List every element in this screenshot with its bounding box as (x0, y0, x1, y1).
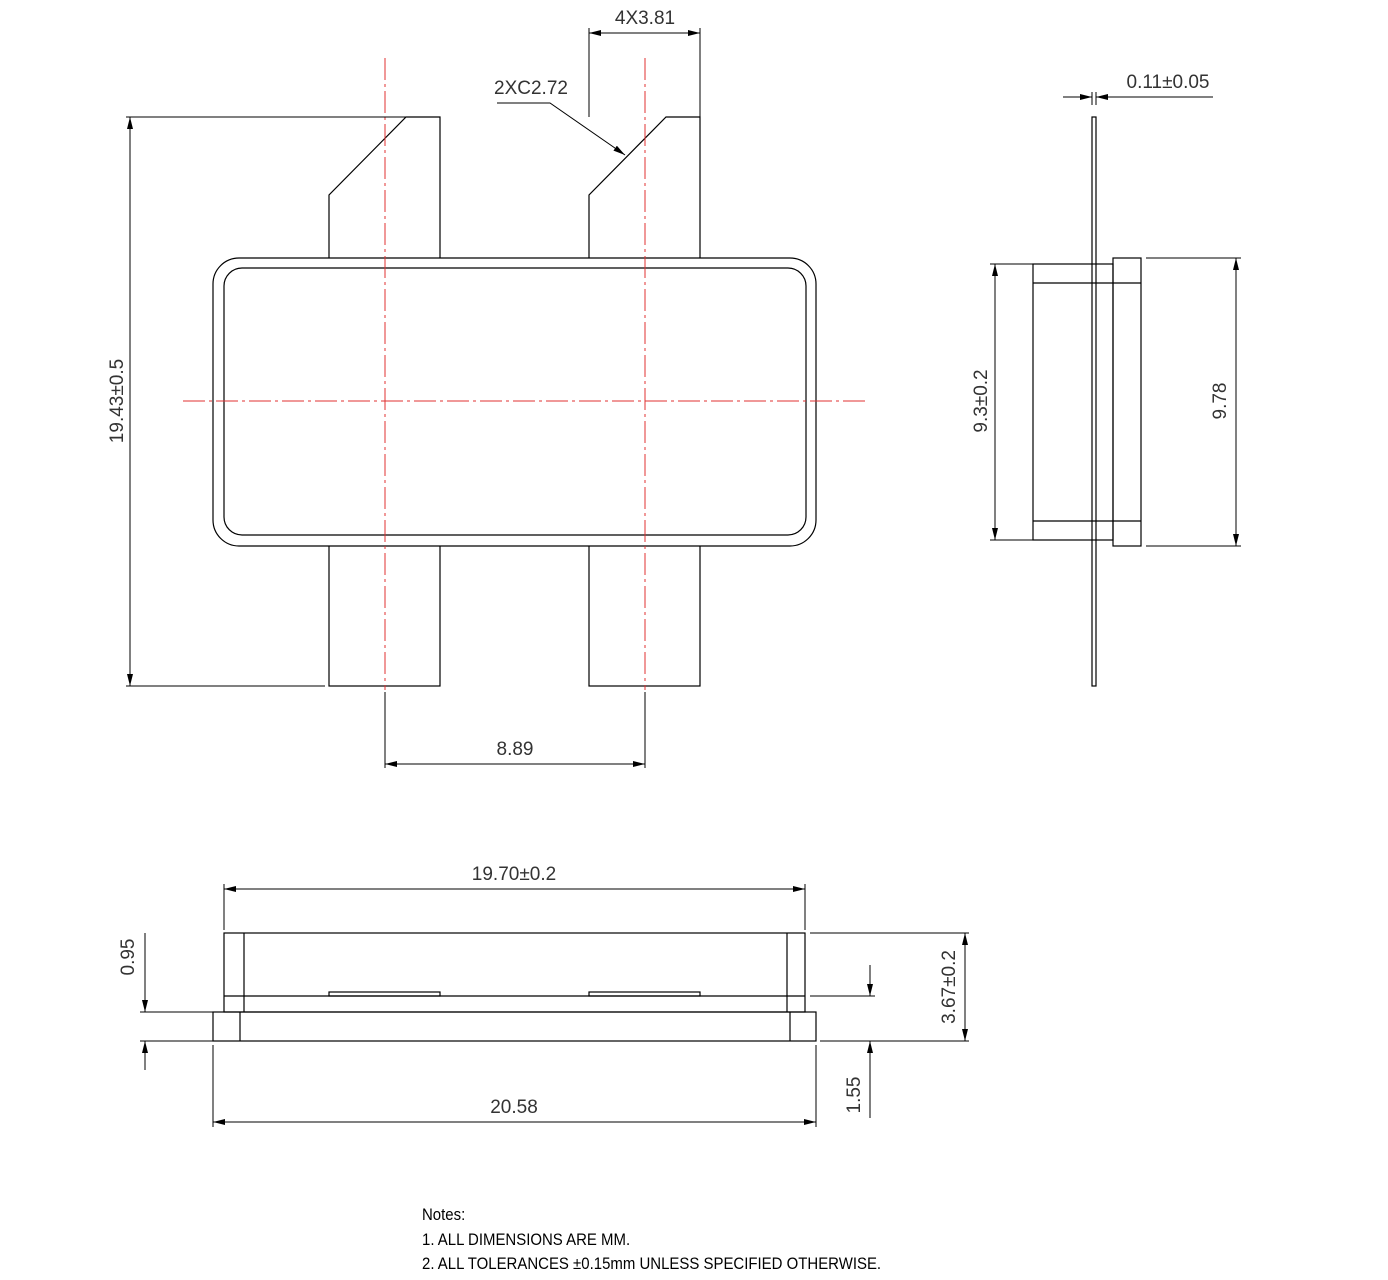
dim-lead-thickness: 0.11±0.05 (1127, 72, 1210, 93)
dim-lead-width: 4X3.81 (615, 8, 675, 29)
dim-body-length: 19.70±0.2 (472, 864, 556, 885)
side-view: 0.11±0.05 9.3±0.2 9.78 (971, 72, 1241, 687)
note-item: 1. ALL DIMENSIONS ARE MM. (422, 1229, 631, 1249)
dim-chamfer: 2XC2.72 (494, 78, 568, 99)
lead-top-right (588, 116, 701, 262)
dim-height-total: 3.67±0.2 (939, 950, 960, 1024)
dim-overall-height: 19.43±0.5 (107, 359, 128, 443)
dim-flange-thickness: 0.95 (118, 939, 139, 976)
body-side (1032, 263, 1114, 541)
notes-title: Notes: (422, 1205, 466, 1224)
lead-side (1091, 116, 1097, 687)
flange-front (212, 1011, 817, 1042)
front-view: 19.70±0.2 20.58 3.67±0.2 0.95 1.55 (118, 864, 969, 1127)
body-front (223, 932, 806, 1013)
body-outer (212, 257, 817, 547)
flange-side (1112, 257, 1142, 547)
dim-flange-width-side: 9.78 (1210, 383, 1231, 420)
note-item: 2. ALL TOLERANCES ±0.15mm UNLESS SPECIFI… (422, 1254, 882, 1273)
dim-flange-length: 20.58 (490, 1097, 538, 1118)
dim-body-width-side: 9.3±0.2 (971, 369, 992, 432)
dim-lead-pitch: 8.89 (497, 739, 534, 760)
notes: Notes: 1. ALL DIMENSIONS ARE MM. 2. ALL … (422, 1203, 881, 1277)
dim-lead-height: 1.55 (844, 1077, 865, 1114)
top-view: 19.43±0.5 4X3.81 2XC2.72 8.89 (107, 8, 868, 768)
